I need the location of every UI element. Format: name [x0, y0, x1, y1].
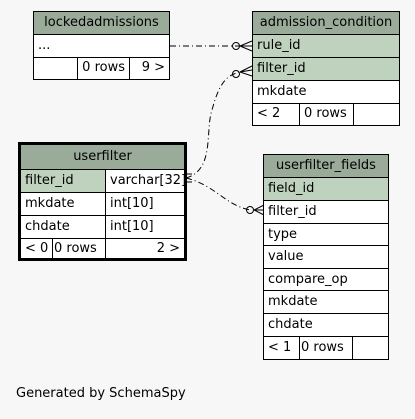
- table-row[interactable]: mkdate: [253, 81, 399, 104]
- column-name: field_id: [268, 181, 315, 196]
- table-userfilter-fields[interactable]: userfilter_fields field_id filter_id typ…: [263, 154, 389, 360]
- column-name: value: [268, 249, 304, 264]
- table-row[interactable]: rule_id: [253, 35, 399, 58]
- children-count[interactable]: 9 >: [141, 60, 165, 75]
- column-name: filter_id: [257, 61, 306, 76]
- column-name: chdate: [25, 219, 70, 234]
- children-count[interactable]: 2 >: [156, 241, 180, 256]
- column-name: compare_op: [268, 272, 348, 287]
- table-row[interactable]: mkdate: [264, 291, 388, 314]
- divider: [105, 216, 106, 238]
- table-stats-row: < 0 0 rows 2 >: [21, 239, 184, 258]
- divider: [52, 239, 53, 258]
- column-type: int[10]: [110, 196, 154, 211]
- link-userfilter-admission-filter-id: [185, 71, 241, 179]
- table-title[interactable]: admission_condition: [253, 12, 399, 35]
- crowfoot-circle-fields-filter-id: [246, 206, 254, 214]
- crowfoot-circle-rule-id: [232, 42, 240, 50]
- column-type: int[10]: [110, 219, 154, 234]
- table-title[interactable]: userfilter_fields: [264, 155, 388, 178]
- table-stats-row: < 1 0 rows: [264, 337, 388, 359]
- divider: [105, 193, 106, 215]
- table-row[interactable]: filter_id varchar[32]: [21, 170, 184, 193]
- table-stats-row: < 2 0 rows: [253, 104, 399, 125]
- parents-count[interactable]: < 1: [268, 340, 292, 355]
- table-row[interactable]: field_id: [264, 178, 388, 201]
- row-count: 0 rows: [304, 106, 347, 121]
- table-admission-condition[interactable]: admission_condition rule_id filter_id mk…: [252, 11, 400, 126]
- link-userfilter-fields-filter-id: [185, 177, 251, 211]
- table-row[interactable]: filter_id: [264, 201, 388, 224]
- column-name: mkdate: [25, 196, 75, 211]
- table-userfilter[interactable]: userfilter filter_id varchar[32] mkdate …: [18, 142, 187, 261]
- row-count: 0 rows: [301, 340, 344, 355]
- generated-by-footer: Generated by SchemaSpy: [16, 386, 186, 401]
- column-name: rule_id: [257, 38, 301, 53]
- table-row[interactable]: chdate: [264, 314, 388, 337]
- crowfoot-filter-id: [239, 65, 253, 77]
- table-row[interactable]: compare_op: [264, 269, 388, 291]
- table-row[interactable]: chdate int[10]: [21, 216, 184, 239]
- column-name: mkdate: [268, 294, 318, 309]
- divider: [129, 58, 130, 79]
- column-name: ...: [38, 38, 51, 53]
- table-row[interactable]: filter_id: [253, 58, 399, 81]
- crowfoot-fields-filter-id: [253, 204, 265, 216]
- column-name: filter_id: [268, 204, 317, 219]
- table-row[interactable]: value: [264, 246, 388, 269]
- key-tick-userfilter: [186, 173, 192, 183]
- parents-count[interactable]: < 2: [257, 106, 281, 121]
- divider: [352, 337, 353, 359]
- divider: [353, 104, 354, 125]
- parents-count[interactable]: < 0: [25, 241, 49, 256]
- column-name: chdate: [268, 317, 313, 332]
- divider: [105, 239, 106, 258]
- divider: [105, 170, 106, 192]
- table-row[interactable]: mkdate int[10]: [21, 193, 184, 216]
- column-name: type: [268, 227, 298, 242]
- row-count: 0 rows: [54, 241, 97, 256]
- table-title[interactable]: userfilter: [21, 145, 184, 170]
- column-type: varchar[32]: [110, 173, 184, 188]
- table-row[interactable]: type: [264, 224, 388, 246]
- row-count: 0 rows: [82, 60, 125, 75]
- divider: [299, 337, 300, 359]
- crowfoot-circle-filter-id: [232, 70, 240, 78]
- crowfoot-rule-id: [239, 40, 253, 52]
- table-title[interactable]: lockedadmissions: [34, 12, 169, 35]
- table-lockedadmissions[interactable]: lockedadmissions ... 0 rows 9 >: [33, 11, 170, 80]
- column-name: mkdate: [257, 84, 307, 99]
- table-row[interactable]: ...: [34, 35, 169, 58]
- divider: [77, 58, 78, 79]
- divider: [299, 104, 300, 125]
- table-stats-row: 0 rows 9 >: [34, 58, 169, 79]
- column-name: filter_id: [21, 170, 105, 192]
